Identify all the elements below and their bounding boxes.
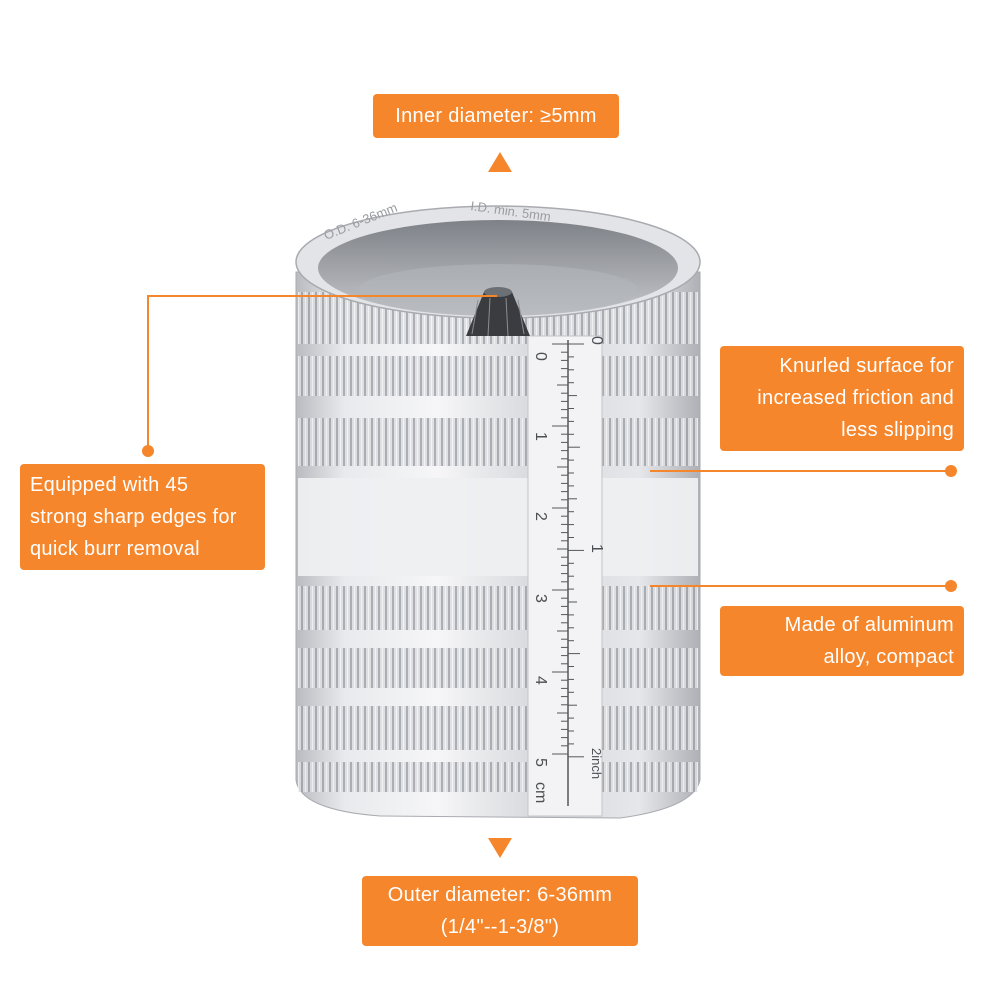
leader-line-knurled — [650, 470, 950, 472]
callout-outer-diameter-line-1: Outer diameter: 6-36mm — [387, 884, 613, 906]
callout-knurled-line-1: Knurled surface for — [779, 355, 954, 377]
cm-label-3: 3 — [532, 594, 549, 603]
cm-label-4: 4 — [532, 676, 549, 685]
callout-inner-diameter: Inner diameter: ≥5mm — [373, 94, 619, 138]
cm-unit: cm — [532, 782, 549, 803]
callout-knurled-surface: Knurled surface for increased friction a… — [720, 346, 964, 451]
inch-unit: 2inch — [589, 748, 604, 779]
callout-sharp-edges-line-3: quick burr removal — [30, 538, 200, 560]
callout-knurled-line-3: less slipping — [841, 419, 954, 441]
callout-sharp-edges: Equipped with 45 strong sharp edges for … — [20, 464, 265, 570]
callout-inner-diameter-line-1: Inner diameter: ≥5mm — [395, 105, 597, 127]
inch-label-1: 1 — [588, 544, 605, 553]
cm-label-1: 1 — [532, 432, 549, 441]
callout-outer-diameter: Outer diameter: 6-36mm (1/4"--1-3/8") — [362, 876, 638, 946]
leader-dot-aluminum — [945, 580, 957, 592]
callout-knurled-line-2: increased friction and — [757, 387, 954, 409]
callout-sharp-edges-line-2: strong sharp edges for — [30, 506, 237, 528]
callout-aluminum-line-2: alloy, compact — [823, 646, 954, 668]
leader-line-edges-horizontal — [147, 295, 497, 297]
callout-outer-diameter-line-2: (1/4"--1-3/8") — [440, 916, 560, 938]
arrow-up-icon — [488, 152, 512, 172]
leader-line-aluminum — [650, 585, 950, 587]
arrow-down-icon — [488, 838, 512, 858]
leader-dot-knurled — [945, 465, 957, 477]
inch-label-0: 0 — [588, 336, 605, 345]
cm-label-5: 5 — [532, 758, 549, 767]
ruler-ticks — [552, 340, 584, 806]
cm-label-2: 2 — [532, 512, 549, 521]
callout-sharp-edges-line-1: Equipped with 45 — [30, 474, 189, 496]
callout-aluminum-line-1: Made of aluminum — [784, 614, 954, 636]
leader-dot-edges — [142, 445, 154, 457]
cm-label-0: 0 — [532, 352, 549, 361]
knurled-bands — [298, 292, 698, 792]
leader-line-edges-vertical — [147, 296, 149, 446]
cutting-cone — [466, 287, 530, 337]
callout-aluminum: Made of aluminum alloy, compact — [720, 606, 964, 676]
